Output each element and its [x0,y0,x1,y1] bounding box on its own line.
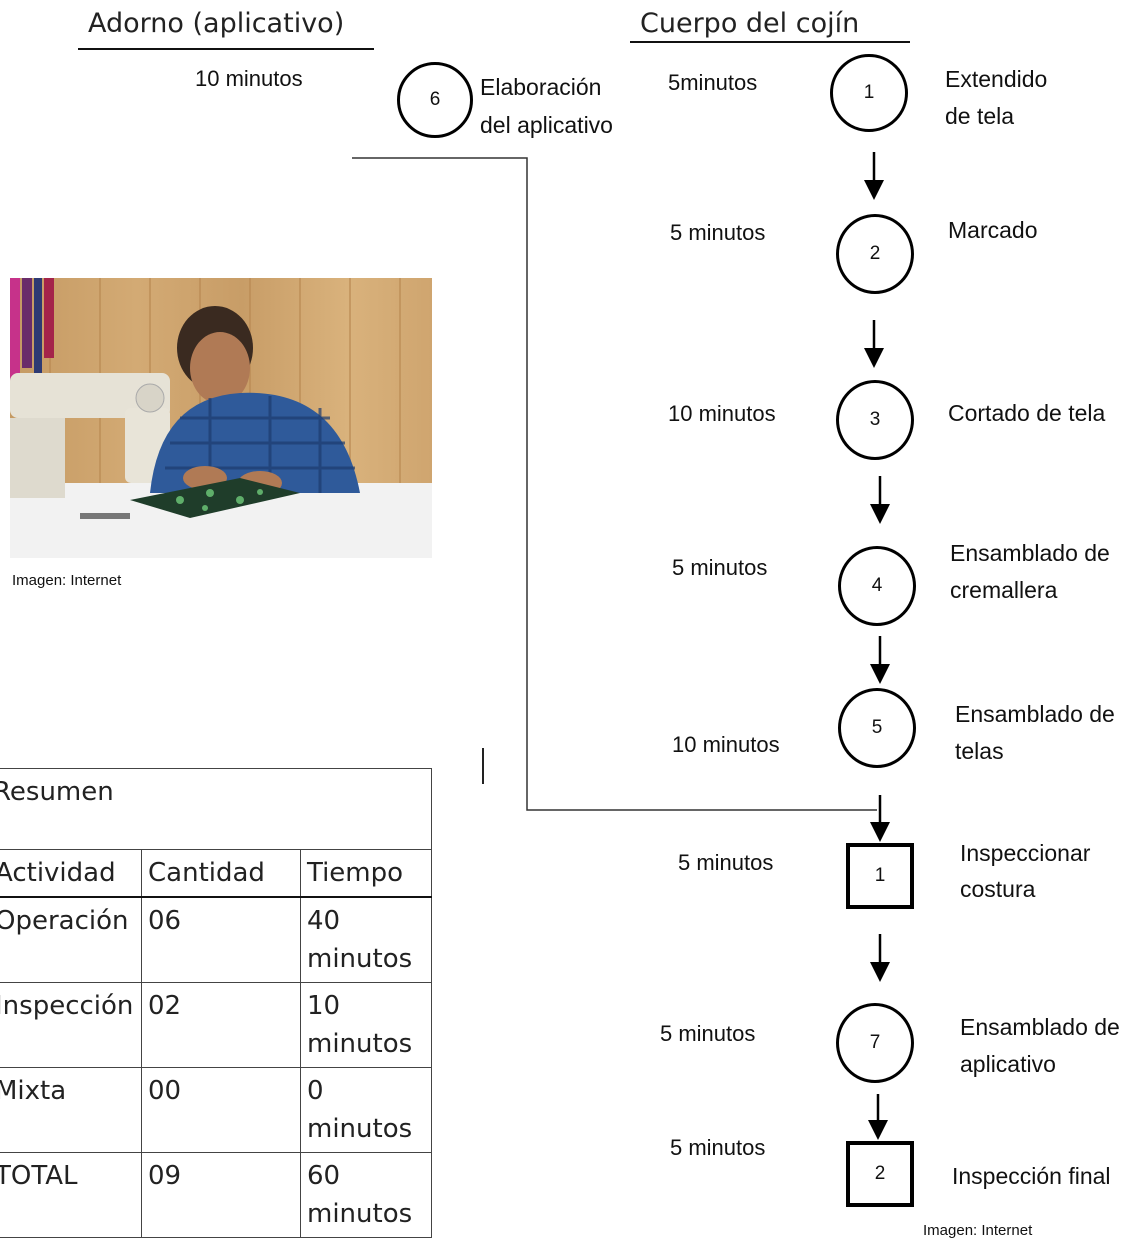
adorno-header: Adorno (aplicativo) [88,8,345,39]
column-header-actividad: Actividad [0,849,142,898]
operation-circle-1: 1 [830,54,908,132]
tiempo-value: 0 [307,1076,324,1106]
tiempo-cell: 40 minutos [300,896,432,983]
sewing-scene-illustration [10,278,432,558]
cantidad-cell: 06 [141,896,301,983]
step-label-line1: Cortado de tela [948,400,1106,426]
diagram-caption: Imagen: Internet [923,1222,1033,1239]
step-label-line1: Inspección final [952,1163,1111,1189]
tiempo-value: 40 [307,906,341,936]
step-label-line2: de tela [945,103,1015,129]
operation-circle-3: 3 [836,380,914,460]
inspection-square-2: 2 [846,1141,914,1207]
step-time: 5 minutos [660,1021,756,1046]
step-time: 10 minutos [668,401,776,426]
adorno-time: 10 minutos [195,66,303,91]
operation-number: 7 [869,1032,881,1053]
inspection-square-1: 1 [846,843,914,909]
step-time: 5minutos [668,70,758,95]
adorno-connector-line [352,157,877,811]
column-header-tiempo: Tiempo [300,849,432,898]
adorno-label-line2: del aplicativo [480,112,613,138]
tiempo-value: 60 [307,1161,341,1191]
step-label-line2: telas [955,738,1004,764]
operation-number: 2 [869,243,881,264]
operation-number: 4 [871,575,883,596]
tiempo-value: 10 [307,991,341,1021]
cuerpo-header-underline [630,41,910,43]
operation-number: 6 [429,89,441,110]
cantidad-cell: 00 [141,1067,301,1153]
table-row: Operación 06 40 minutos [0,896,432,983]
summary-header-row: Actividad Cantidad Tiempo [0,849,432,898]
operation-number: 1 [863,82,875,103]
table-row: Inspección 02 10 minutos [0,982,432,1068]
step-label-line2: costura [960,876,1036,902]
step-label-line1: Ensamblado de [955,701,1115,727]
column-header-cantidad: Cantidad [141,849,301,898]
operation-circle-7: 7 [836,1003,914,1083]
table-row: TOTAL 09 60 minutos [0,1152,432,1238]
table-row: Mixta 00 0 minutos [0,1067,432,1153]
inspection-number: 1 [874,865,886,886]
operation-number: 5 [871,717,883,738]
sewing-photo [10,278,432,558]
step-label-line2: cremallera [950,577,1058,603]
operation-circle-5: 5 [838,688,916,768]
cantidad-cell: 02 [141,982,301,1068]
step-label-line1: Ensamblado de [950,540,1110,566]
step-label-line1: Ensamblado de [960,1014,1120,1040]
operation-number: 3 [869,409,881,430]
cuerpo-header: Cuerpo del cojín [640,8,860,39]
step-label-line1: Extendido [945,66,1048,92]
operation-circle-6: 6 [397,62,473,138]
inspection-number: 2 [874,1163,886,1184]
step-label-line1: Marcado [948,217,1038,243]
step-time: 5 minutos [670,220,766,245]
operation-circle-2: 2 [836,214,914,294]
operation-circle-4: 4 [838,546,916,626]
tiempo-cell: 10 minutos [300,982,432,1068]
summary-table: Resumen Actividad Cantidad Tiempo Operac… [0,768,432,1238]
summary-title: Resumen [0,768,432,850]
tiempo-unit: minutos [307,1029,413,1059]
adorno-label-line1: Elaboración [480,74,602,100]
tiempo-cell: 0 minutos [300,1067,432,1153]
photo-caption: Imagen: Internet [12,572,122,589]
actividad-cell: Mixta [0,1067,142,1153]
tiempo-unit: minutos [307,944,413,974]
actividad-cell: Inspección [0,982,142,1068]
step-time: 5 minutos [670,1135,766,1160]
tiempo-cell: 60 minutos [300,1152,432,1238]
adorno-header-underline [78,48,374,50]
actividad-cell: Operación [0,896,142,983]
actividad-cell: TOTAL [0,1152,142,1238]
step-time: 10 minutos [672,732,780,757]
summary-title-row: Resumen [0,768,432,850]
tiempo-unit: minutos [307,1114,413,1144]
step-label-line2: aplicativo [960,1051,1056,1077]
cantidad-cell: 09 [141,1152,301,1238]
step-label-line1: Inspeccionar [960,840,1091,866]
step-time: 5 minutos [672,555,768,580]
tiempo-unit: minutos [307,1199,413,1229]
step-time: 5 minutos [678,850,774,875]
